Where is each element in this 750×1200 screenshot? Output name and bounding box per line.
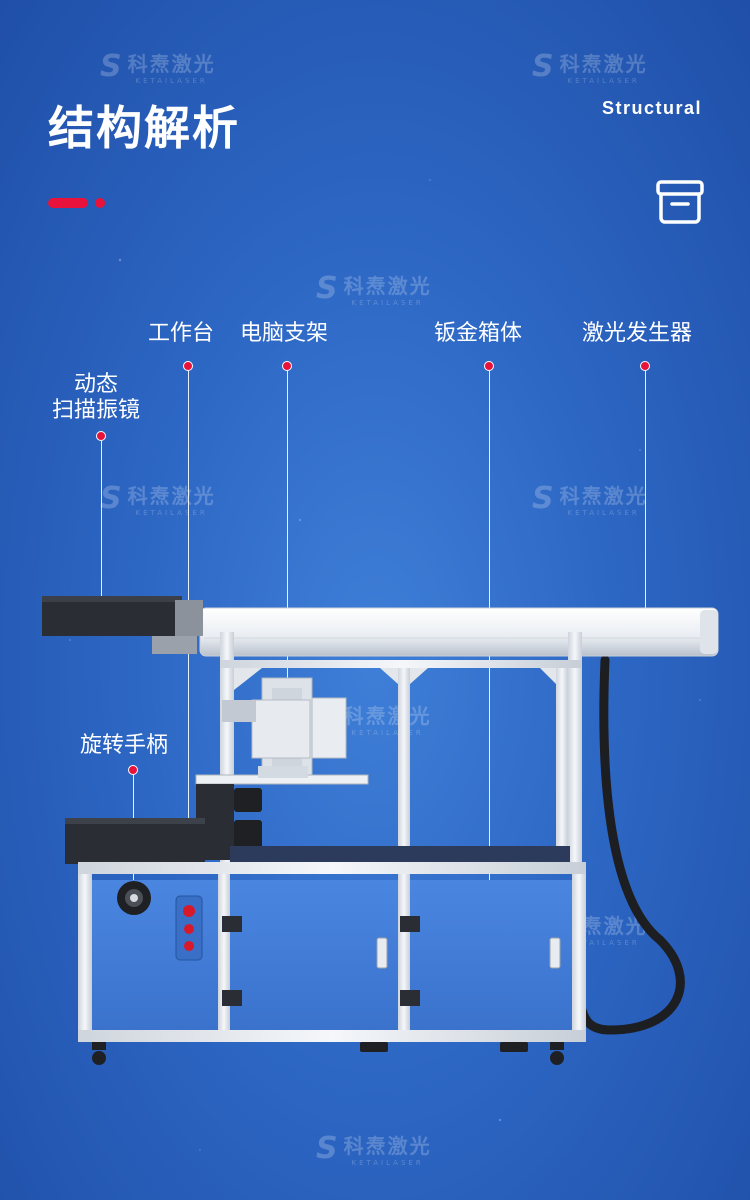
label-laser-generator: 激光发生器 xyxy=(582,321,693,346)
callout-dot-workbench xyxy=(183,361,193,371)
label-workbench: 工作台 xyxy=(148,321,215,346)
laser-machine-illustration xyxy=(42,596,719,1065)
accent-dot xyxy=(95,198,105,208)
label-sheet-metal-box: 钣金箱体 xyxy=(434,321,523,346)
page-subtitle: Structural xyxy=(601,98,702,118)
callout-line-laser-generator xyxy=(645,371,646,609)
watermark-logo-icon: S xyxy=(100,49,122,84)
page-title: 结构解析 xyxy=(48,101,240,155)
callout-dot-rotary-handle xyxy=(128,765,138,775)
callout-dot-sheet-metal-box xyxy=(484,361,494,371)
watermark-logo-icon: S xyxy=(532,481,554,516)
label-computer-stand: 电脑支架 xyxy=(240,321,329,346)
callout-dot-galvo xyxy=(96,431,106,441)
callout-dot-computer-stand xyxy=(282,361,292,371)
box-icon xyxy=(656,180,704,224)
watermark-logo-icon: S xyxy=(100,481,122,516)
callout-dot-laser-generator xyxy=(640,361,650,371)
callout-line-galvo xyxy=(101,441,102,613)
callout-line-workbench xyxy=(188,371,189,819)
watermark-logo-icon: S xyxy=(316,1131,338,1166)
label-galvo: 动态 扫描振镜 xyxy=(52,372,141,424)
accent-bar xyxy=(48,198,88,208)
watermark-logo-icon: S xyxy=(316,271,338,306)
callout-line-computer-stand xyxy=(287,371,288,765)
label-rotary-handle: 旋转手柄 xyxy=(80,733,169,758)
watermark-logo-icon: S xyxy=(532,49,554,84)
